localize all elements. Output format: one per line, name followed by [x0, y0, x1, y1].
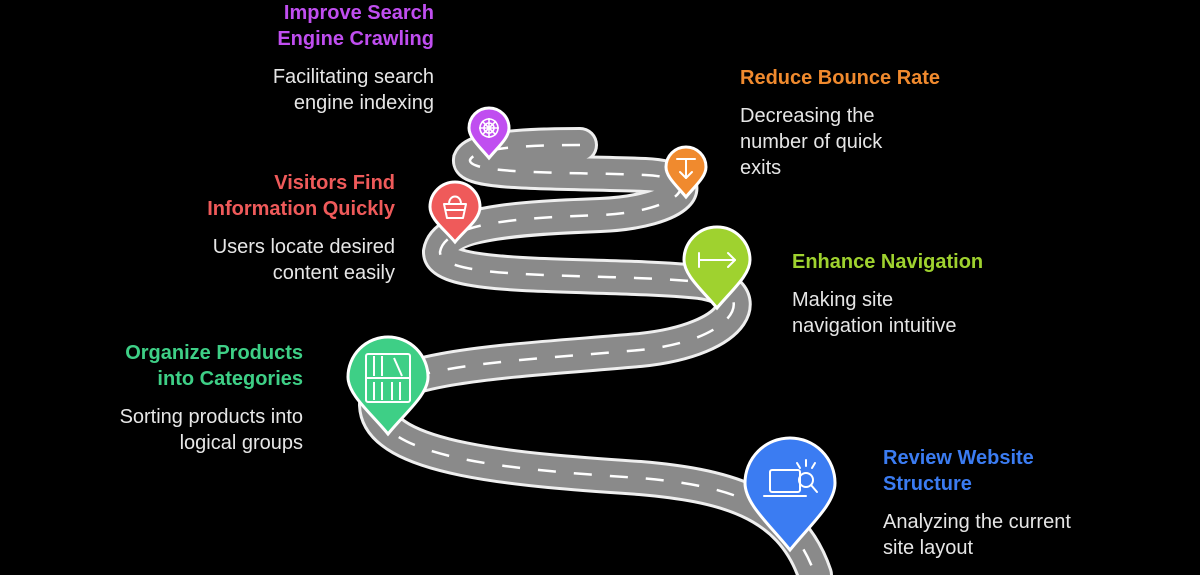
step-title: Enhance Navigation: [792, 251, 984, 273]
pin-organize-products-into-categories: [346, 335, 430, 437]
step-title: Reduce Bounce Rate: [740, 67, 941, 89]
bookshelf-icon: [365, 353, 411, 403]
pin-review-website-structure: [743, 436, 837, 553]
pin-visitors-find-information-quickly: [428, 180, 482, 245]
pin-enhance-navigation: [682, 225, 752, 311]
step-improve-search-engine-crawling: Improve Search Engine Crawling Facilitat…: [150, 0, 434, 116]
step-visitors-find-information-quickly: Visitors Find Information Quickly Users …: [140, 170, 395, 286]
exit-arrow-icon: [676, 158, 696, 179]
step-description: Decreasing the number of quick exits: [740, 105, 883, 179]
step-title: Organize Products into Categories: [125, 342, 303, 390]
step-description: Users locate desired content easily: [212, 236, 395, 284]
step-organize-products-into-categories: Organize Products into Categories Sortin…: [60, 340, 303, 456]
step-reduce-bounce-rate: Reduce Bounce Rate Decreasing the number…: [740, 65, 1020, 181]
step-review-website-structure: Review Website Structure Analyzing the c…: [883, 445, 1183, 561]
step-title: Visitors Find Information Quickly: [207, 172, 395, 220]
pin-reduce-bounce-rate: [664, 145, 708, 200]
step-title: Improve Search Engine Crawling: [277, 2, 434, 50]
right-arrow-icon: [698, 252, 736, 268]
step-description: Analyzing the current site layout: [883, 511, 1071, 559]
spider-web-icon: [479, 118, 499, 138]
step-description: Sorting products into logical groups: [119, 406, 303, 454]
laptop-search-icon: [763, 459, 818, 497]
step-description: Facilitating search engine indexing: [272, 66, 434, 114]
step-title: Review Website Structure: [883, 447, 1034, 495]
pin-improve-search-engine-crawling: [467, 106, 511, 161]
step-enhance-navigation: Enhance Navigation Making site navigatio…: [792, 249, 1092, 339]
shopping-basket-icon: [443, 195, 467, 219]
step-description: Making site navigation intuitive: [792, 289, 957, 337]
